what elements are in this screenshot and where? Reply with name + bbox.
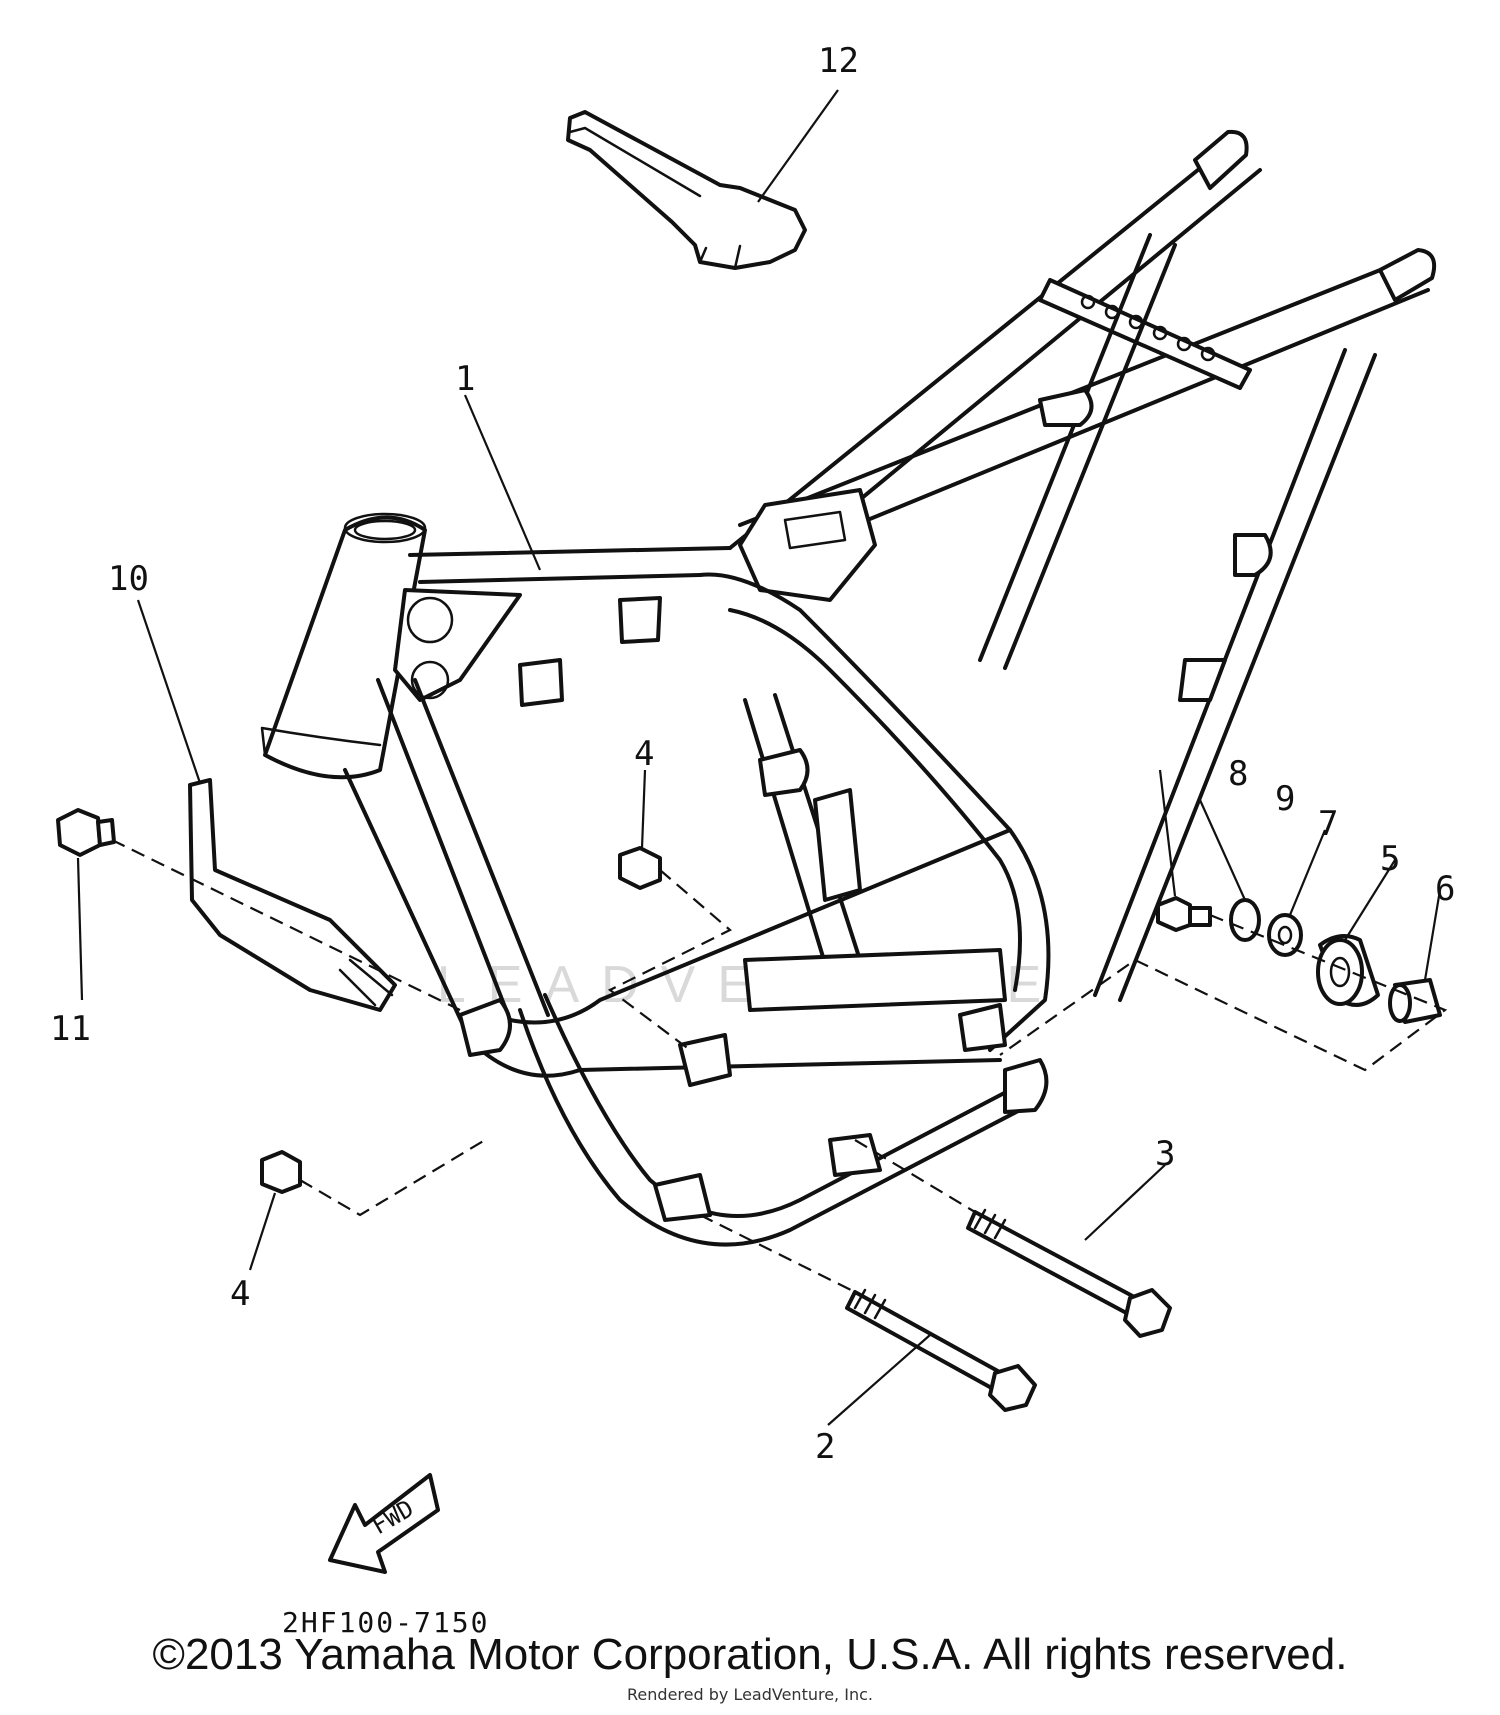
part-4-nut-lower[interactable] xyxy=(260,1150,302,1194)
fwd-arrow-icon: FWD xyxy=(328,1473,440,1574)
callout-6: 6 xyxy=(1435,869,1455,909)
callout-9: 9 xyxy=(1275,779,1295,819)
callout-11: 11 xyxy=(50,1009,91,1049)
callout-10: 10 xyxy=(108,559,149,599)
part-11-bolt[interactable] xyxy=(56,808,116,857)
part-12-bracket[interactable] xyxy=(566,110,807,270)
callout-labels: 12 1 10 11 4 4 8 9 7 5 6 3 2 2HF100-7150 xyxy=(50,41,1455,1639)
callout-1: 1 xyxy=(455,359,475,399)
callout-4-lower: 4 xyxy=(230,1274,250,1314)
callout-5: 5 xyxy=(1380,839,1400,879)
part-7-washer[interactable] xyxy=(1267,913,1303,957)
part-10-side-stand[interactable] xyxy=(188,778,397,1012)
copyright-notice: ©2013 Yamaha Motor Corporation, U.S.A. A… xyxy=(152,1630,1348,1679)
callout-2: 2 xyxy=(815,1427,835,1467)
part-5-damper[interactable] xyxy=(1316,934,1380,1007)
callout-7: 7 xyxy=(1318,804,1338,844)
callout-4-upper: 4 xyxy=(634,734,654,774)
part-6-collar[interactable] xyxy=(1388,978,1442,1024)
part-2-bolt[interactable] xyxy=(845,1288,1037,1412)
part-1-frame[interactable] xyxy=(260,129,1437,1247)
callout-8: 8 xyxy=(1228,754,1248,794)
part-8-bolt[interactable] xyxy=(1156,896,1212,932)
diagram-code: 2HF100-7150 xyxy=(282,1606,489,1639)
callout-12: 12 xyxy=(818,41,859,81)
callout-3: 3 xyxy=(1155,1134,1175,1174)
leader-lines xyxy=(76,89,1448,1426)
part-4-nut-upper[interactable] xyxy=(618,846,662,890)
rendered-by-notice: Rendered by LeadVenture, Inc. xyxy=(627,1685,873,1704)
part-3-bolt[interactable] xyxy=(966,1208,1172,1338)
